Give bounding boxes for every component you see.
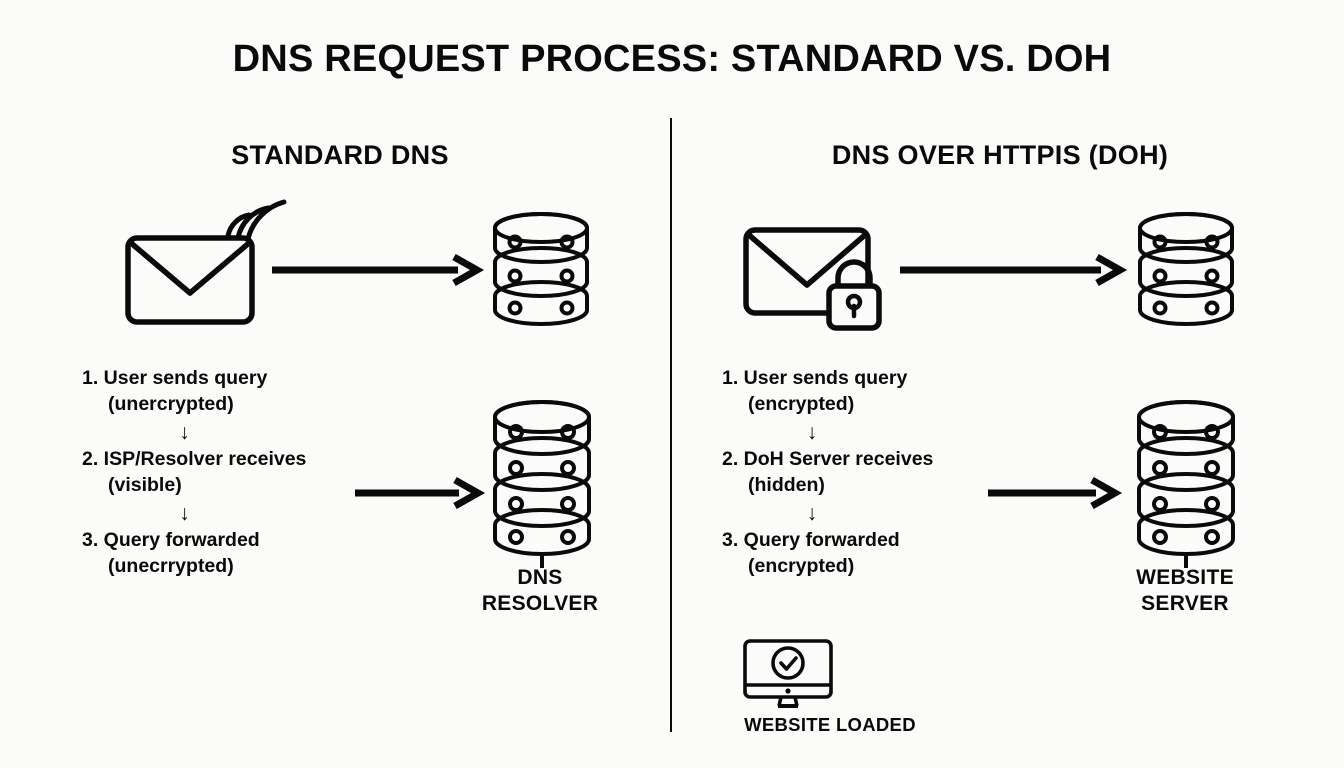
column-divider: [670, 118, 672, 732]
standard-step-2-main: 2. ISP/Resolver receives: [82, 447, 307, 470]
standard-step-3: 3. Query forwarded (unecrrypted): [82, 528, 382, 580]
dns-resolver-label-line2: RESOLVER: [481, 592, 599, 616]
doh-top-flow-arrow: [900, 253, 1128, 287]
standard-step-1: 1. User sends query (unercrypted): [82, 366, 382, 418]
standard-step-1-main: 1. User sends query: [82, 367, 268, 389]
website-loaded-label: WEBSITE LOADED: [744, 714, 916, 735]
standard-top-flow-arrow: [272, 253, 485, 287]
standard-step-2: 2. ISP/Resolver receives (visible): [82, 447, 382, 499]
standard-step-2-sub: (visible): [108, 473, 182, 496]
dns-resolver-label-line1: DNS: [517, 566, 563, 589]
standard-step-arrow-1: ↓: [179, 420, 190, 444]
standard-step-1-sub: (unercrypted): [108, 392, 234, 415]
standard-step-3-main: 3. Query forwarded: [82, 528, 260, 551]
doh-step-2: 2. DoH Server receives (hidden): [722, 447, 1022, 499]
doh-step-1: 1. User sends query (encrypted): [722, 366, 1022, 418]
doh-step-arrow-2: ↓: [806, 501, 818, 525]
doh-step-3-sub: (encrypted): [748, 554, 855, 577]
website-server-database-icon: [1131, 400, 1241, 570]
page-title: DNS REQUEST PROCESS: STANDARD VS. DOH: [232, 38, 1112, 80]
standard-bottom-flow-arrow: [355, 476, 486, 510]
monitor-check-icon: [742, 638, 834, 710]
standard-top-database-icon: [487, 212, 595, 326]
standard-steps-list: 1. User sends query (unercrypted) ↓ 2. I…: [82, 366, 382, 580]
doh-steps-list: 1. User sends query (encrypted) ↓ 2. DoH…: [722, 366, 1022, 580]
envelope-lock-icon: [742, 226, 882, 331]
doh-top-database-icon: [1132, 212, 1240, 326]
doh-bottom-flow-arrow: [988, 476, 1123, 510]
doh-step-2-main: 2. DoH Server receives: [722, 447, 934, 470]
standard-column-heading: STANDARD DNS: [231, 140, 449, 170]
website-server-label-line1: WEBSITE: [1136, 566, 1234, 589]
website-server-label: WEBSITE SERVER: [1075, 565, 1295, 618]
standard-step-arrow-2: ↓: [179, 501, 190, 525]
standard-step-3-sub: (unecrrypted): [108, 554, 234, 577]
dns-resolver-label: DNS RESOLVER: [430, 565, 650, 618]
doh-column-heading: DNS OVER HTTPIS (DOH): [831, 140, 1169, 170]
doh-step-2-sub: (hidden): [748, 473, 825, 496]
doh-step-3: 3. Query forwarded (encrypted): [722, 528, 1022, 580]
website-server-label-line2: SERVER: [1141, 592, 1229, 616]
dns-resolver-database-icon: [487, 400, 597, 570]
envelope-wifi-icon: [118, 196, 293, 326]
doh-step-arrow-1: ↓: [806, 420, 818, 444]
doh-step-1-main: 1. User sends query: [722, 367, 908, 389]
doh-step-1-sub: (encrypted): [748, 392, 855, 415]
doh-step-3-main: 3. Query forwarded: [722, 528, 900, 551]
